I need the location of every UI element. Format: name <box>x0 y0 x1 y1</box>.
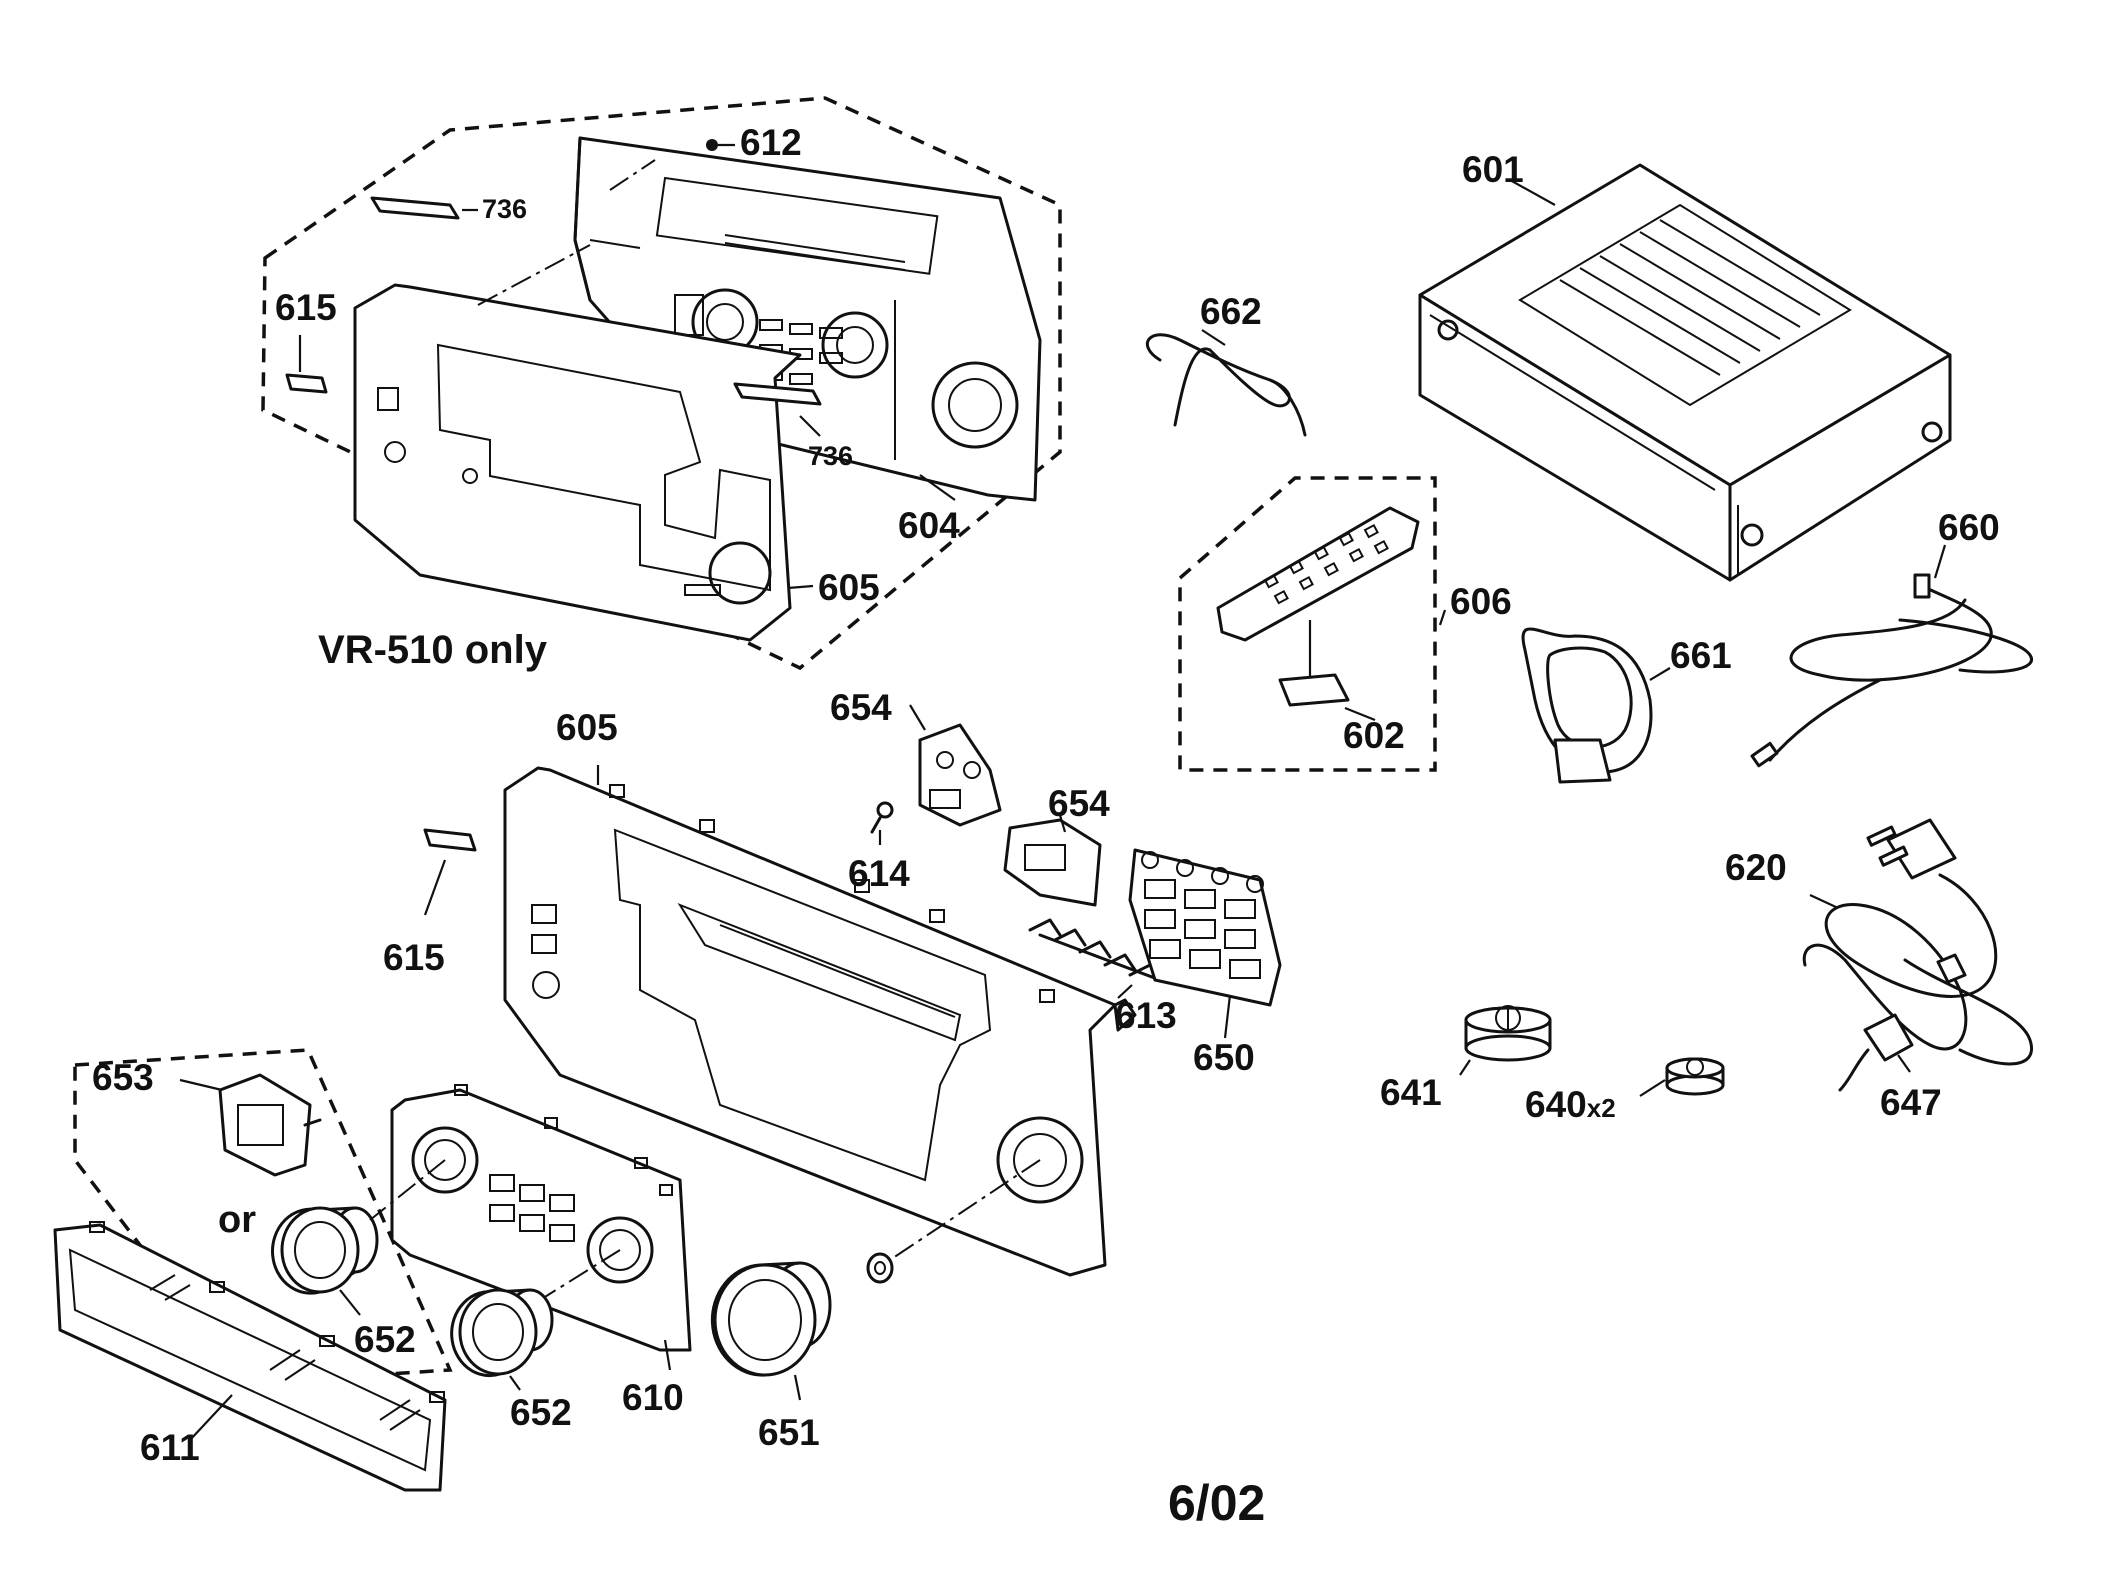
label-653: 653 <box>92 1057 154 1098</box>
part-601-top-cover <box>1418 163 1952 582</box>
label-620: 620 <box>1725 847 1787 888</box>
part-654-bracket-a <box>918 723 1002 827</box>
label-662: 662 <box>1200 291 1262 332</box>
label-654-a: 654 <box>830 687 892 728</box>
label-641: 641 <box>1380 1072 1442 1113</box>
label-640-number: 640 <box>1525 1084 1587 1125</box>
label-604: 604 <box>898 505 960 546</box>
part-610-sub-panel <box>390 1084 692 1352</box>
part-652-knob-option <box>271 1206 379 1295</box>
label-736-lower: 736 <box>808 441 853 471</box>
nut <box>866 1252 894 1284</box>
label-650: 650 <box>1193 1037 1255 1078</box>
part-736-label-lower <box>733 382 822 406</box>
part-653-encoder <box>218 1073 322 1177</box>
label-651: 651 <box>758 1412 820 1453</box>
part-661-am-loop-antenna <box>1521 627 1653 784</box>
label-614: 614 <box>848 853 910 894</box>
note-vr510-only: VR-510 only <box>318 628 548 672</box>
label-613: 613 <box>1115 995 1177 1036</box>
label-602: 602 <box>1343 715 1405 756</box>
part-647-strain-relief <box>1863 1013 1914 1062</box>
part-605-front-panel-vr510 <box>353 283 802 642</box>
part-606-remote-control <box>1216 506 1420 642</box>
part-660-fm-antenna <box>1750 573 2034 768</box>
part-736-label-top <box>370 196 460 220</box>
label-610: 610 <box>622 1377 684 1418</box>
part-652-knob <box>450 1288 554 1378</box>
label-612: 612 <box>740 122 802 163</box>
label-605-top: 605 <box>818 567 880 608</box>
label-736-top: 736 <box>482 194 527 224</box>
part-615-label-top <box>285 373 328 394</box>
label-640-qty: x2 <box>1587 1093 1616 1123</box>
part-614-screw <box>870 801 894 834</box>
label-654-b: 654 <box>1048 783 1110 824</box>
label-652: 652 <box>510 1392 572 1433</box>
note-or: or <box>218 1199 256 1241</box>
label-611: 611 <box>140 1427 200 1468</box>
part-640-knob <box>1665 1057 1725 1096</box>
label-615-top: 615 <box>275 287 337 328</box>
label-606: 606 <box>1450 581 1512 622</box>
label-601: 601 <box>1462 149 1524 190</box>
label-661: 661 <box>1670 635 1732 676</box>
label-652-option: 652 <box>354 1319 416 1360</box>
part-620-power-cord <box>1802 818 2034 1066</box>
label-615-main: 615 <box>383 937 445 978</box>
drawing-date: 6/02 <box>1168 1475 1265 1531</box>
part-662-lead-wire <box>1146 333 1307 437</box>
part-612-screw <box>706 139 718 151</box>
label-647: 647 <box>1880 1082 1942 1123</box>
label-660: 660 <box>1938 507 2000 548</box>
label-605-main: 605 <box>556 707 618 748</box>
part-611-display-window <box>53 1221 447 1492</box>
part-650-switch-block <box>1128 848 1282 1007</box>
part-605-front-panel-main <box>503 766 1137 1277</box>
part-654-bracket-b <box>1003 818 1102 907</box>
label-640: 640x2 <box>1525 1084 1616 1125</box>
part-615-label-main <box>423 828 477 852</box>
part-602-battery-cover <box>1278 673 1350 707</box>
part-641-knob <box>1464 1005 1552 1062</box>
remote-group-outline <box>1178 476 1437 772</box>
part-651-volume-knob <box>711 1261 832 1377</box>
part-613-connector-pins <box>1028 918 1162 982</box>
